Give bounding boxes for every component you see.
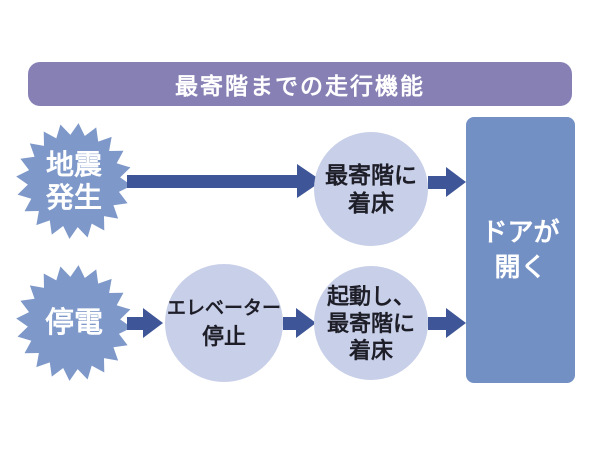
door-open-box: ドアが 開く [466,117,575,383]
earthquake-burst-label: 地震 発生 [45,149,102,213]
diagram-title: 最寄階までの走行機能 [175,73,425,99]
elevator-stop-circle: エレベーター 停止 [165,264,283,382]
earthquake-burst: 地震 発生 [15,122,133,240]
starburst-shape-icon [16,123,132,239]
landing-circle: 最寄階に 着床 [314,132,428,246]
title-banner: 最寄階までの走行機能 [28,62,572,106]
arrow-outage-to-stop-icon [127,307,163,339]
arrow-stop-to-restart-icon [283,307,316,339]
arrow-earthquake-to-landing-icon [127,164,322,198]
power-outage-burst: 停電 [15,264,133,382]
starburst-shape-icon [16,265,132,381]
restart-landing-circle: 起動し、 最寄階に 着床 [314,266,428,380]
arrow-landing-to-door-icon [428,166,466,198]
arrow-restart-to-door-icon [428,307,466,339]
power-outage-burst-label: 停電 [44,306,103,339]
